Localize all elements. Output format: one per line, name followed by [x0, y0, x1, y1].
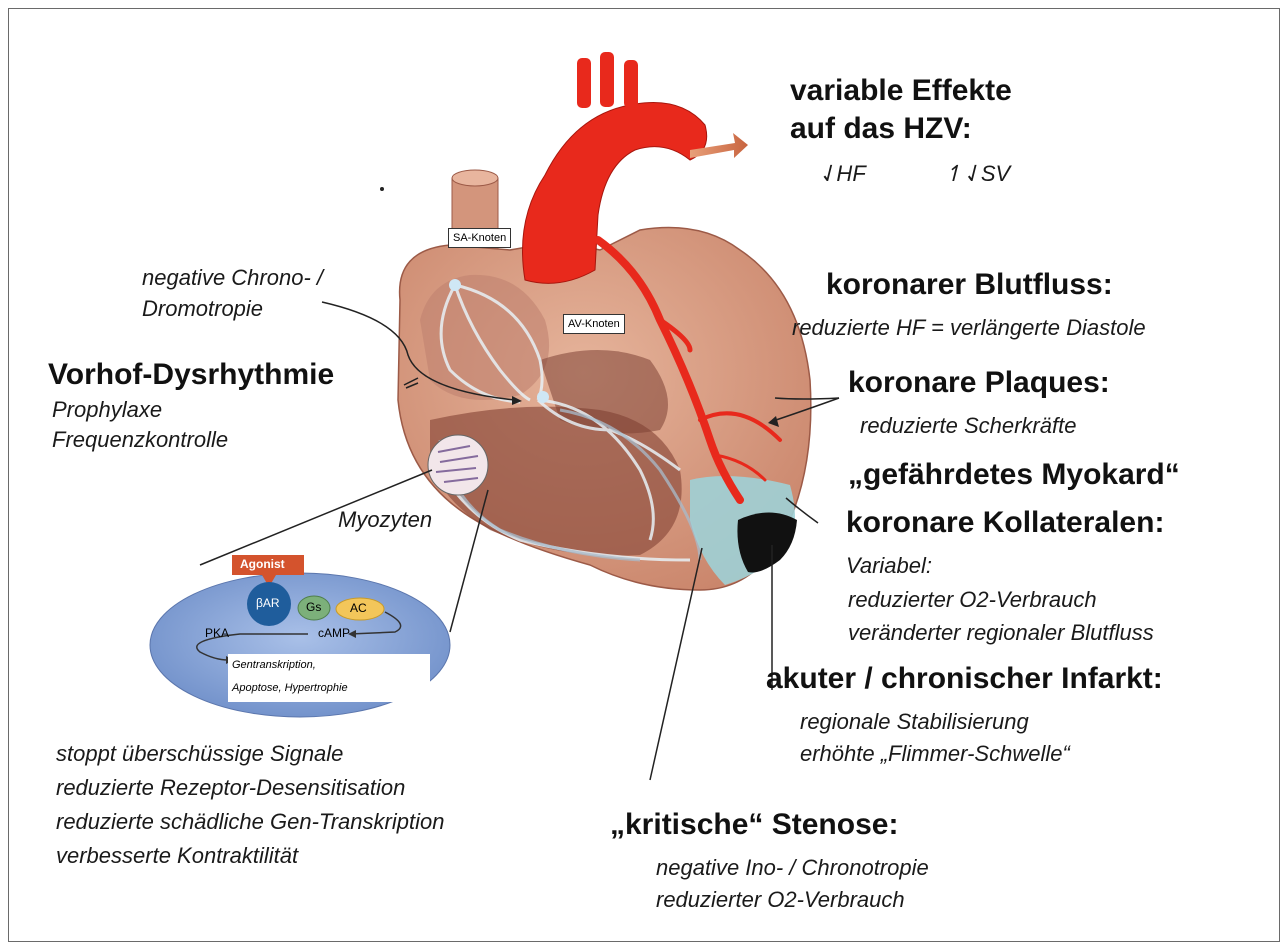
- infarct-zone: [737, 513, 797, 573]
- stenose-line2: reduzierter O2-Verbrauch: [656, 884, 905, 915]
- dot-mark: [380, 187, 384, 191]
- chrono-line1: negative Chrono- /: [142, 262, 323, 293]
- vorhof-line1: Prophylaxe: [52, 394, 162, 425]
- sa-node-spot: [449, 279, 461, 291]
- myocyte-sample: [428, 435, 488, 495]
- av-node-label: AV-Knoten: [563, 314, 625, 334]
- gs-label: Gs: [306, 600, 321, 614]
- effects-line3: reduzierte schädliche Gen-Transkription: [56, 806, 444, 837]
- infarkt-line2: erhöhte „Flimmer-Schwelle“: [800, 738, 1070, 769]
- aortic-branch-2: [600, 52, 614, 107]
- cell-result-line1: Gentranskription,: [232, 659, 316, 671]
- plaques-text: reduzierte Scherkräfte: [860, 410, 1076, 441]
- kollateralen-title: koronare Kollateralen:: [846, 506, 1164, 540]
- chrono-line2: Dromotropie: [142, 293, 263, 324]
- vorhof-line2: Frequenzkontrolle: [52, 424, 228, 455]
- kollateralen-line1: Variabel:: [846, 550, 932, 581]
- hzv-title-1: variable Effekte: [790, 74, 1012, 108]
- aortic-branch-1: [577, 58, 591, 108]
- kollateralen-line2: reduzierter O2-Verbrauch: [848, 584, 1097, 615]
- av-node-spot: [537, 391, 549, 403]
- blutfluss-text: reduzierte HF = verlängerte Diastole: [792, 312, 1146, 343]
- vorhof-title: Vorhof-Dysrhythmie: [48, 358, 334, 392]
- plaques-title: koronare Plaques:: [848, 366, 1110, 400]
- effects-line4: verbesserte Kontraktilität: [56, 840, 298, 871]
- hzv-title-2: auf das HZV:: [790, 112, 972, 146]
- ac-label: AC: [350, 601, 367, 615]
- sa-node-label: SA-Knoten: [448, 228, 511, 248]
- camp-label: cAMP: [318, 626, 350, 640]
- stenose-title: „kritische“ Stenose:: [610, 808, 898, 842]
- effects-line1: stoppt überschüssige Signale: [56, 738, 343, 769]
- infarkt-line1: regionale Stabilisierung: [800, 706, 1029, 737]
- effects-line2: reduzierte Rezeptor-Desensitisation: [56, 772, 405, 803]
- hzv-sv: ↿⇃SV: [944, 158, 1010, 189]
- beta-receptor-label: βAR: [256, 596, 280, 610]
- myozyten-label: Myozyten: [338, 504, 432, 535]
- aortic-branch-3: [624, 60, 638, 108]
- pka-label: PKA: [205, 626, 229, 640]
- kollateralen-line3: veränderter regionaler Blutfluss: [848, 617, 1154, 648]
- blutfluss-title: koronarer Blutfluss:: [826, 268, 1113, 302]
- hzv-hf: ⇃HF: [818, 158, 866, 189]
- agonist-label: Agonist: [240, 557, 285, 571]
- myokard-title: „gefährdetes Myokard“: [848, 458, 1180, 492]
- infarkt-title: akuter / chronischer Infarkt:: [766, 662, 1163, 696]
- stenose-line1: negative Ino- / Chronotropie: [656, 852, 929, 883]
- cell-result-line2: Apoptose, Hypertrophie: [232, 682, 348, 694]
